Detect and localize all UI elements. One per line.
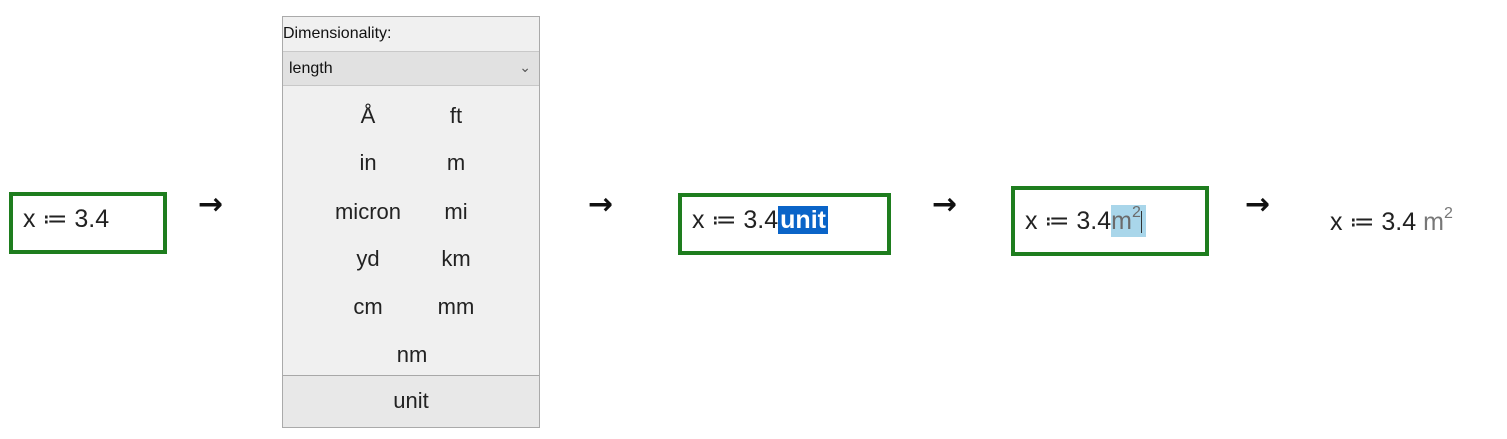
dimensionality-value: length xyxy=(289,60,333,77)
step3-expression[interactable]: x ≔ 3.4unit xyxy=(692,205,828,235)
unit-item-in[interactable]: in xyxy=(359,150,377,175)
step4-expression[interactable]: x ≔ 3.4m2 xyxy=(1025,204,1146,237)
dimensionality-label: Dimensionality: xyxy=(283,17,539,52)
unit-item-nm[interactable]: nm xyxy=(396,342,428,367)
chevron-down-icon[interactable]: ⌄ xyxy=(519,60,531,76)
unit-exponent: 2 xyxy=(1131,204,1141,221)
arrow-3: → xyxy=(932,187,958,222)
units-panel: Dimensionality: length ⌄ Å ft in m micro… xyxy=(282,16,540,428)
unit-item-mi[interactable]: mi xyxy=(444,199,468,224)
highlighted-unit[interactable]: m2 xyxy=(1111,204,1146,237)
final-unit-exponent: 2 xyxy=(1443,205,1453,222)
unit-item-angstrom[interactable]: Å xyxy=(360,103,376,128)
step4-expr-text: x ≔ 3.4 xyxy=(1025,207,1112,235)
final-unit-symbol: m xyxy=(1423,208,1444,236)
final-unit: m2 xyxy=(1423,205,1453,236)
selected-unit-placeholder[interactable]: unit xyxy=(778,206,828,234)
unit-item-mm[interactable]: mm xyxy=(437,294,475,319)
unit-item-m[interactable]: m xyxy=(446,150,466,175)
step3-expr-text: x ≔ 3.4 xyxy=(692,206,779,234)
step5-expr-text: x ≔ 3.4 xyxy=(1330,208,1417,236)
step4-box[interactable] xyxy=(1011,186,1209,256)
step5-expression: x ≔ 3.4 m2 xyxy=(1330,205,1453,237)
text-caret xyxy=(1140,211,1142,234)
arrow-4: → xyxy=(1245,187,1271,222)
unit-item-ft[interactable]: ft xyxy=(449,103,463,128)
arrow-2: → xyxy=(588,187,614,222)
unit-item-cm[interactable]: cm xyxy=(353,294,383,319)
arrow-1: → xyxy=(198,187,224,222)
unit-symbol: m xyxy=(1111,207,1132,235)
unit-item-km[interactable]: km xyxy=(441,246,471,271)
step1-expression[interactable]: x ≔ 3.4 xyxy=(23,205,110,233)
panel-divider xyxy=(283,375,539,376)
unit-item-micron[interactable]: micron xyxy=(334,199,401,224)
step1-box[interactable] xyxy=(9,192,167,254)
unit-footer-button[interactable]: unit xyxy=(283,376,539,427)
dimensionality-dropdown[interactable]: length ⌄ xyxy=(283,52,539,86)
unit-item-yd[interactable]: yd xyxy=(356,246,380,271)
